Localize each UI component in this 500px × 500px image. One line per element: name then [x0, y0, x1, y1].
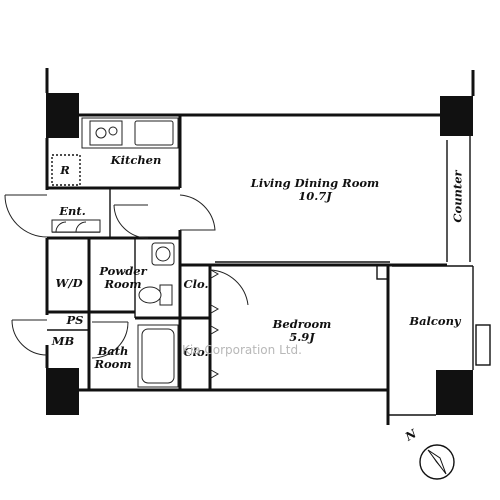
compass-needle-tail [427, 449, 447, 475]
bathtub-inner [141, 328, 175, 384]
refrigerator-label: R [60, 163, 70, 177]
ps-mb-door [11, 319, 48, 356]
closet-marker-1 [210, 269, 220, 279]
ps-label: PS [66, 313, 84, 327]
mb-label: MB [51, 334, 75, 348]
closet-marker-4 [210, 369, 220, 379]
powder-room-label: Powder Room [99, 264, 147, 291]
hall-door [179, 194, 216, 231]
shoe-cabinet-doors [55, 221, 87, 233]
closet-lower-label: Clo. [183, 345, 209, 359]
compass-ring [419, 444, 455, 480]
counter-label: Counter [450, 170, 465, 223]
powder-sink-bowl [155, 246, 171, 262]
bath-door [91, 321, 129, 359]
closet-marker-2 [210, 304, 220, 314]
wd-label: W/D [55, 276, 83, 290]
wall-niche [376, 264, 389, 280]
toilet-bowl [138, 286, 162, 304]
toilet-tank [159, 284, 173, 306]
closet-marker-3 [210, 325, 220, 335]
kitchen-label: Kitchen [110, 153, 162, 167]
burner-right [108, 126, 118, 136]
column-bottom-right [436, 370, 473, 415]
burner-left [95, 127, 107, 139]
bedroom-label: Bedroom 5.9J [272, 317, 332, 344]
bath-room-label: Bath Room [94, 344, 132, 371]
entrance-label: Ent. [59, 204, 86, 218]
column-top-left [46, 93, 79, 138]
watermark: Kia Corporation Ltd. [182, 343, 302, 357]
closet-upper-label: Clo. [183, 277, 209, 291]
balcony-label: Balcony [409, 314, 461, 328]
balcony-rail [475, 324, 491, 366]
bedroom-door [209, 269, 249, 306]
entrance-door [4, 194, 48, 238]
column-bottom-left [46, 368, 79, 415]
column-top-right [440, 96, 473, 136]
inner-door [113, 204, 149, 239]
kitchen-sink [134, 120, 174, 146]
refrigerator-space [51, 154, 81, 186]
living-dining-label: Living Dining Room 10.7J [250, 176, 380, 203]
